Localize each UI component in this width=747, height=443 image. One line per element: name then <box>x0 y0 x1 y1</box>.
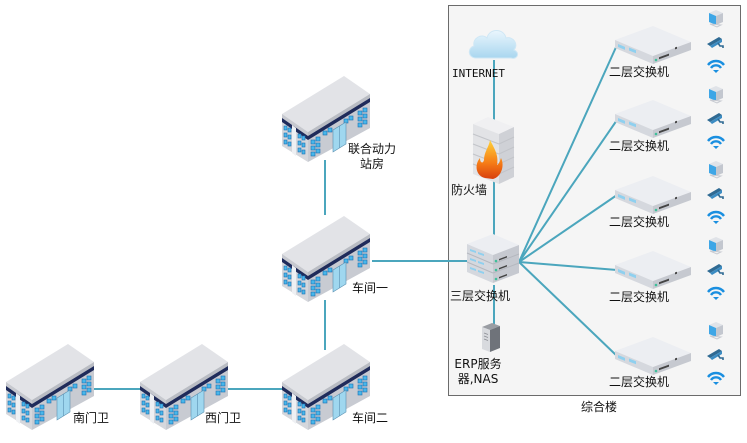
cloud-icon[interactable] <box>468 30 519 59</box>
l2-switch-3-label: 二层交换机 <box>609 215 670 229</box>
workshop1-label: 车间一 <box>352 281 389 295</box>
power-station-label: 联合动力 站房 <box>344 142 400 172</box>
power-station-label-line-2: 站房 <box>359 157 384 171</box>
zone-label: 综合楼 <box>580 400 617 414</box>
workshop2-label: 车间二 <box>352 411 389 425</box>
firewall-label: 防火墙 <box>451 183 488 197</box>
link-l3-l2-3 <box>518 194 618 263</box>
network-links <box>92 44 618 390</box>
link-l3-l2-2 <box>518 119 618 263</box>
l2-switch-5-label: 二层交换机 <box>609 375 670 389</box>
server-label-line-1: ERP服务 <box>454 357 502 371</box>
firewall-icon[interactable] <box>472 117 515 184</box>
l2-switch-4-label: 二层交换机 <box>609 290 670 304</box>
link-l3-l2-1 <box>518 44 618 263</box>
stacked-switch-icon[interactable] <box>466 234 520 283</box>
l2-switch-2-label: 二层交换机 <box>609 139 670 153</box>
internet-label: INTERNET <box>452 67 505 80</box>
link-l3-l2-5 <box>518 261 618 357</box>
server-label: ERP服务 器,NAS <box>452 357 504 387</box>
server-label-line-2: 器,NAS <box>457 372 499 386</box>
south-gate-label: 南门卫 <box>73 411 110 425</box>
l2-switch-1-label: 二层交换机 <box>609 65 670 79</box>
server-tower-icon[interactable] <box>482 323 500 352</box>
power-station-label-line-1: 联合动力 <box>347 142 396 156</box>
link-l3-l2-4 <box>518 261 618 271</box>
l3-switch-label: 三层交换机 <box>450 289 511 303</box>
west-gate-label: 西门卫 <box>205 411 242 425</box>
